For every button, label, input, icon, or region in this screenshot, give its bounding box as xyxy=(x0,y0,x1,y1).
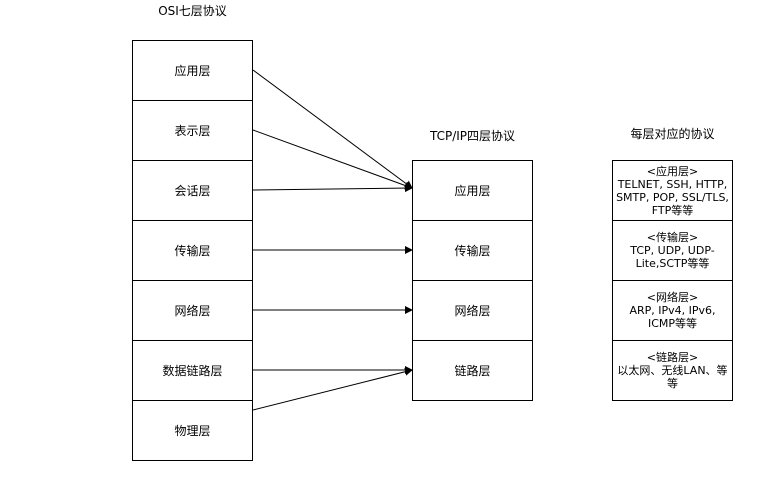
arrow-session xyxy=(252,184,413,193)
tcpip-layer-network: 网络层 xyxy=(412,280,533,341)
osi-layer-session: 会话层 xyxy=(132,160,253,221)
arrow-presentation xyxy=(252,129,413,190)
osi-layer-transport: 传输层 xyxy=(132,220,253,281)
protocols-link: <链路层> 以太网、无线LAN、等等 xyxy=(612,340,733,401)
arrow-application xyxy=(252,69,413,189)
protocols-link-body: 以太网、无线LAN、等等 xyxy=(617,364,728,390)
protocols-network-body: ARP, IPv4, IPv6, ICMP等等 xyxy=(629,304,716,330)
tcpip-layer-transport: 传输层 xyxy=(412,220,533,281)
protocols-transport-header: <传输层> xyxy=(646,231,699,244)
protocols-network: <网络层> ARP, IPv4, IPv6, ICMP等等 xyxy=(612,280,733,341)
osi-title: OSI七层协议 xyxy=(158,4,227,18)
osi-layer-application: 应用层 xyxy=(132,40,253,101)
protocols-application: <应用层> TELNET, SSH, HTTP, SMTP, POP, SSL/… xyxy=(612,160,733,221)
protocols-application-header: <应用层> xyxy=(646,164,699,178)
protocols-title: 每层对应的协议 xyxy=(630,127,715,141)
tcpip-title: TCP/IP四层协议 xyxy=(429,129,516,143)
osi-layer-physical: 物理层 xyxy=(132,400,253,461)
osi-layer-presentation: 表示层 xyxy=(132,100,253,161)
tcpip-layer-link: 链路层 xyxy=(412,340,533,401)
protocols-network-header: <网络层> xyxy=(646,291,699,304)
protocols-transport-body: TCP, UDP, UDP-Lite,SCTP等等 xyxy=(630,244,715,270)
tcpip-layer-application: 应用层 xyxy=(412,160,533,221)
protocols-transport: <传输层> TCP, UDP, UDP-Lite,SCTP等等 xyxy=(612,220,733,281)
protocols-application-body: TELNET, SSH, HTTP, SMTP, POP, SSL/TLS, F… xyxy=(616,177,729,217)
arrow-physical xyxy=(252,367,413,411)
osi-layer-network: 网络层 xyxy=(132,280,253,341)
protocols-link-header: <链路层> xyxy=(646,351,699,364)
